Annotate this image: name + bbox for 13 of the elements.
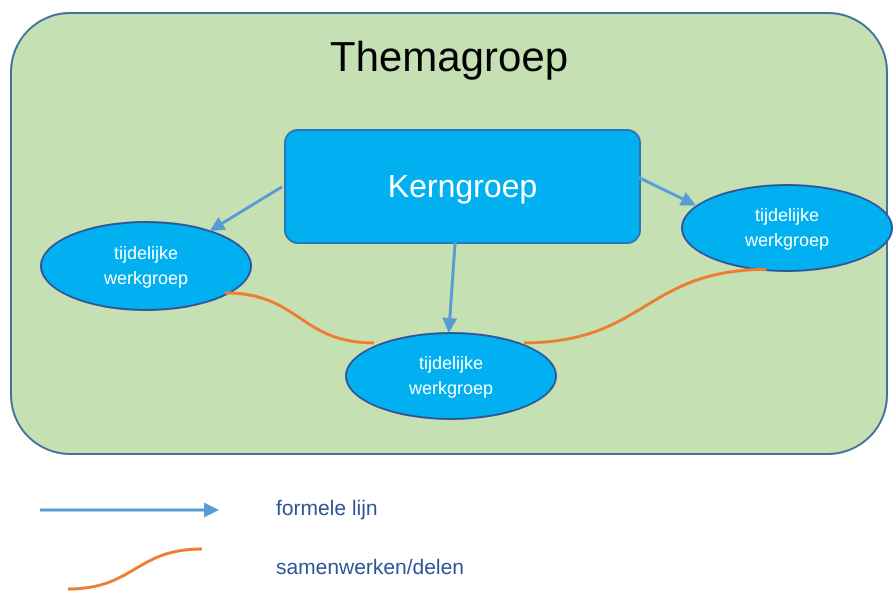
legend-label: samenwerken/delen xyxy=(276,556,464,580)
collaboration-curve xyxy=(524,268,767,344)
box-label: Kerngroep xyxy=(388,167,538,206)
arrow xyxy=(210,186,283,232)
ellipse-label: tijdelijke werkgroep xyxy=(102,242,190,290)
core-group-box xyxy=(284,129,641,244)
arrow xyxy=(638,176,696,206)
group-title: Themagroep xyxy=(330,32,568,82)
legend-label: formele lijn xyxy=(276,497,378,521)
collaboration-curve xyxy=(225,291,374,344)
arrow xyxy=(442,242,458,333)
ellipse-label: tijdelijke werkgroep xyxy=(408,352,494,400)
ellipse-label: tijdelijke werkgroep xyxy=(744,204,830,252)
